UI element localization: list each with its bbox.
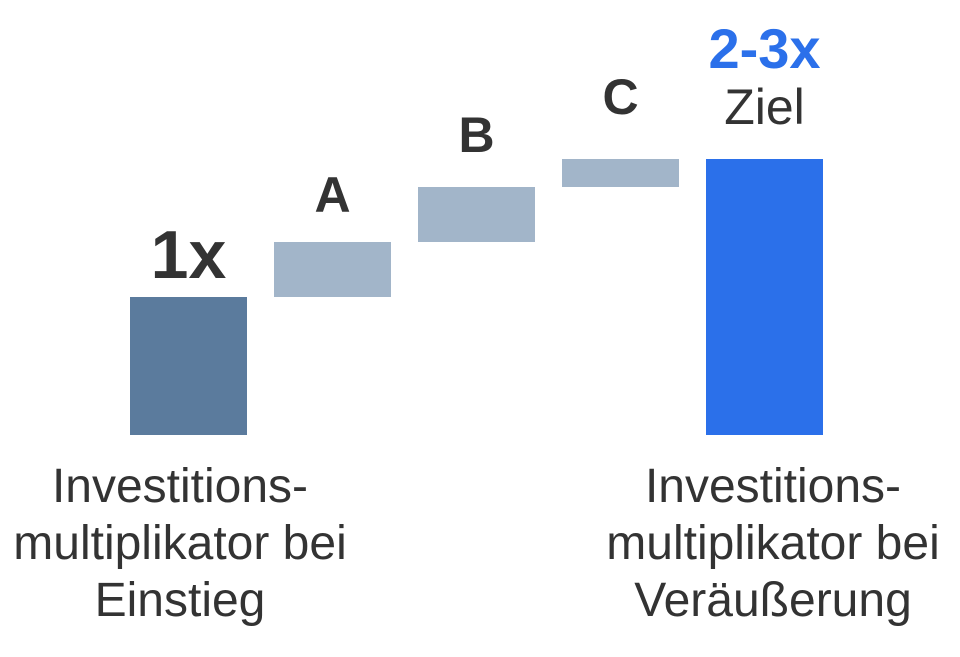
bar-label-entry: 1x — [151, 220, 227, 290]
caption-line: multiplikator bei — [13, 517, 347, 570]
bar-entry — [130, 297, 247, 435]
caption-line: Einstieg — [94, 574, 266, 627]
bar-value-label: 1x — [150, 217, 227, 293]
bar-target — [706, 159, 823, 435]
bar-step-a — [274, 241, 391, 297]
bar-step-c — [562, 159, 679, 187]
caption-entry: Investitions- multiplikator bei Einstieg — [0, 458, 380, 629]
bar-label-step-a: A — [314, 169, 350, 221]
bar-step-b — [418, 186, 535, 242]
caption-line: multiplikator bei — [606, 517, 940, 570]
caption-line: Investitions- — [644, 460, 902, 513]
bar-label-step-c: C — [602, 71, 638, 123]
bar-value-label: A — [314, 166, 351, 223]
caption-line: Veräußerung — [634, 574, 912, 627]
bar-label-step-b: B — [458, 109, 494, 161]
bar-value-label: B — [458, 106, 495, 163]
caption-exit: Investitions- multiplikator bei Veräußer… — [573, 458, 960, 629]
bar-value-label: C — [602, 69, 639, 125]
bar-value-label: 2-3x — [708, 17, 821, 80]
bar-sublabel: Ziel — [724, 79, 805, 135]
caption-line: Investitions- — [51, 460, 309, 513]
